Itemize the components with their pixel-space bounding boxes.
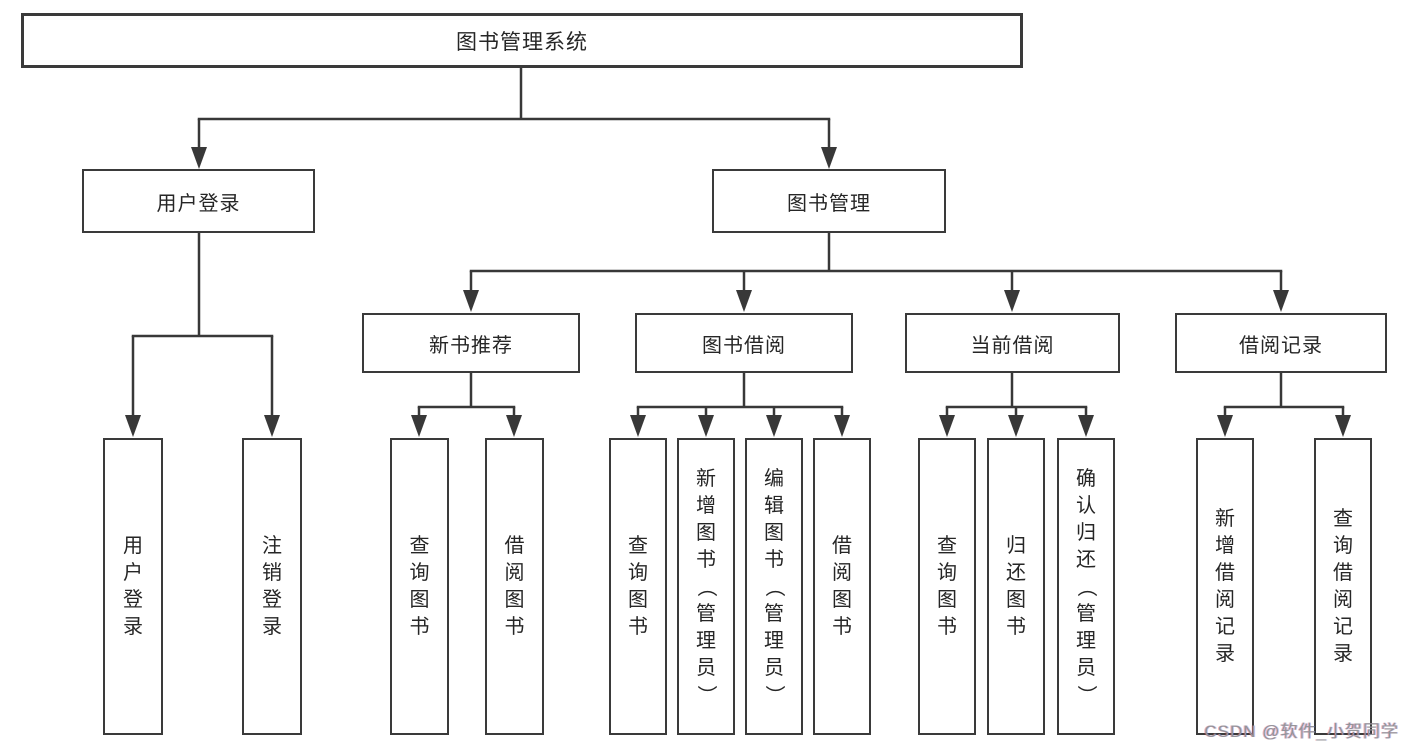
node-label: 新书推荐 [429,334,513,357]
leaf-current-query-books: 查询图书 [918,438,976,735]
node-label: 查询借阅记录 [1333,508,1353,665]
node-book-borrow: 图书借阅 [635,313,853,373]
leaf-borrow-query-books: 查询图书 [609,438,667,735]
leaf-user-login: 用户登录 [103,438,163,735]
node-label: 借阅图书 [504,535,525,638]
node-borrow-records: 借阅记录 [1175,313,1387,373]
node-label: 查询图书 [937,535,957,638]
node-label: 确认归还（管理员） [1075,467,1097,705]
node-label: 编辑图书（管理员） [763,467,785,705]
node-new-book-recommend: 新书推荐 [362,313,580,373]
node-label: 新增图书（管理员） [695,467,717,705]
node-label: 借阅图书 [832,535,852,638]
node-label: 新增借阅记录 [1215,508,1235,665]
node-label: 用户登录 [123,535,143,638]
node-current-borrow: 当前借阅 [905,313,1120,373]
node-label: 用户登录 [156,192,241,215]
node-library-management-system: 图书管理系统 [21,13,1023,68]
leaf-confirm-return-admin: 确认归还（管理员） [1057,438,1115,735]
leaf-recommend-query-books: 查询图书 [390,438,449,735]
node-label: 图书管理系统 [456,30,588,54]
leaf-logout: 注销登录 [242,438,302,735]
leaf-recommend-borrow-books: 借阅图书 [485,438,544,735]
node-label: 注销登录 [262,535,282,638]
node-label: 归还图书 [1006,535,1026,638]
node-book-management: 图书管理 [712,169,946,233]
node-label: 图书借阅 [702,334,786,357]
node-label: 查询图书 [628,535,648,638]
node-label: 查询图书 [409,535,430,638]
node-label: 借阅记录 [1239,334,1323,357]
leaf-query-borrow-record: 查询借阅记录 [1314,438,1372,735]
leaf-edit-books-admin: 编辑图书（管理员） [745,438,803,735]
leaf-borrow-books: 借阅图书 [813,438,871,735]
node-label: 图书管理 [787,192,871,215]
leaf-add-borrow-record: 新增借阅记录 [1196,438,1254,735]
node-user-login: 用户登录 [82,169,315,233]
leaf-return-books: 归还图书 [987,438,1045,735]
csdn-watermark: CSDN @软件_小贺同学 [1204,722,1399,741]
node-label: 当前借阅 [970,334,1055,357]
leaf-add-books-admin: 新增图书（管理员） [677,438,735,735]
